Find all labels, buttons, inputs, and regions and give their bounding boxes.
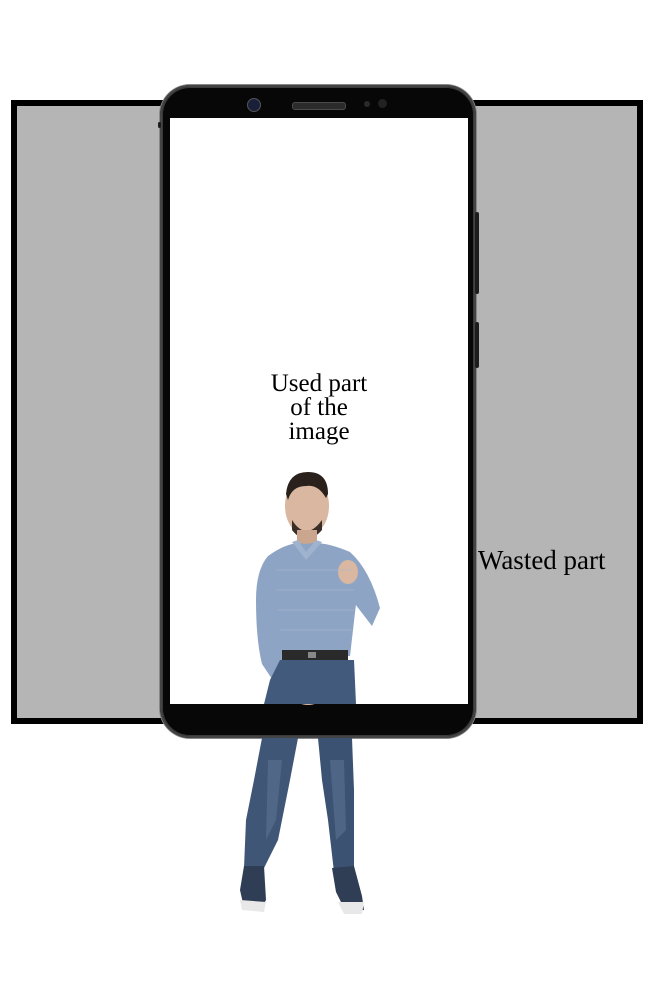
used-part-label-line: Used part bbox=[270, 370, 368, 397]
front-camera-icon bbox=[247, 98, 261, 112]
phone-side-button bbox=[475, 212, 479, 294]
sensor-icon bbox=[378, 99, 387, 108]
phone-side-button bbox=[158, 122, 161, 128]
used-part-label: Used part of the image bbox=[230, 370, 408, 445]
wasted-part-label: Wasted part bbox=[478, 545, 606, 575]
earpiece-speaker-icon bbox=[292, 102, 346, 110]
person-legs bbox=[240, 738, 364, 914]
used-part-label-line: image bbox=[288, 418, 350, 445]
used-part-label-line: of the bbox=[290, 394, 348, 421]
sensor-icon bbox=[364, 101, 370, 107]
phone-rim bbox=[162, 87, 474, 736]
phone-side-button bbox=[475, 322, 479, 368]
person-upper-body bbox=[256, 472, 380, 705]
